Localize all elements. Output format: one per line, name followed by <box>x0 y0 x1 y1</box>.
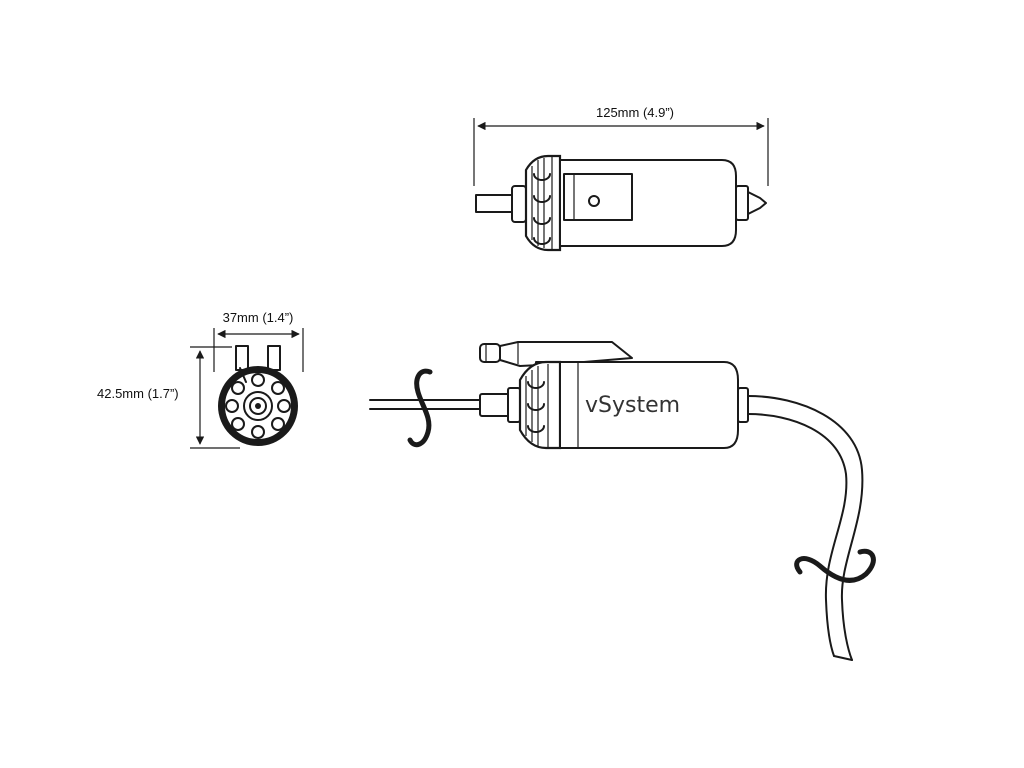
end-view: 37mm (1.4”) 42.5mm (1.7”) <box>97 310 304 449</box>
height-dimension: 42.5mm (1.7”) <box>97 346 240 449</box>
top-view: 125mm (4.9”) <box>473 105 769 252</box>
side-clip-arm <box>479 341 633 373</box>
brand-label: vSystem <box>585 393 680 418</box>
width-label: 37mm (1.4”) <box>223 310 294 325</box>
clip-hole <box>588 195 600 207</box>
end-tab-left <box>235 345 249 371</box>
wire-break-symbol-right <box>794 548 876 583</box>
width-dimension: 37mm (1.4”) <box>213 310 304 372</box>
rear-stub <box>475 194 517 213</box>
front-connector <box>737 387 749 423</box>
end-knurl-holes <box>225 373 291 439</box>
top-knurl-ring <box>524 154 562 252</box>
side-body <box>559 361 739 449</box>
output-cable <box>747 395 864 661</box>
length-label: 125mm (4.9”) <box>596 105 674 120</box>
wire-break-symbol-left <box>407 368 433 448</box>
side-knurl-ring <box>518 360 562 450</box>
side-view: vSystem <box>369 341 876 661</box>
top-tip <box>747 191 767 215</box>
length-dimension: 125mm (4.9”) <box>473 105 769 186</box>
height-label: 42.5mm (1.7”) <box>97 386 179 401</box>
end-tab-right <box>267 345 281 371</box>
rear-fitting <box>479 393 511 417</box>
